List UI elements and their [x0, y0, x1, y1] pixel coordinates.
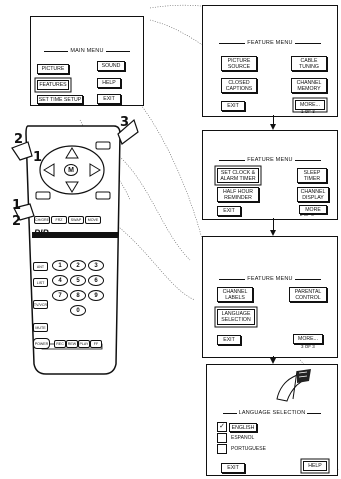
- feature-menu-1-title: FEATURE MENU: [203, 40, 337, 46]
- ch-gre-button[interactable]: CH/GRE: [34, 216, 50, 224]
- ant-button[interactable]: ANT: [33, 262, 48, 271]
- callout-number: 2: [14, 132, 24, 147]
- arrow-down-icon: [270, 124, 276, 130]
- flow-line: [273, 115, 274, 126]
- sound-button[interactable]: SOUND: [97, 61, 125, 71]
- power-button[interactable]: POWER: [33, 338, 50, 349]
- ff-button[interactable]: FF: [90, 340, 102, 348]
- feature-menu-2-panel: FEATURE MENU SET CLOCK & ALARM TIMER SLE…: [202, 130, 338, 220]
- espanol-option[interactable]: ESPANOL: [231, 435, 255, 441]
- pip-label: PIP: [34, 228, 49, 238]
- callout-number: 1: [33, 150, 43, 165]
- frz-button[interactable]: FRZ: [51, 216, 67, 224]
- tv-vcr-button[interactable]: TV/VCR: [33, 300, 48, 309]
- number-key-3[interactable]: 3: [88, 260, 104, 271]
- number-key-7[interactable]: 7: [52, 290, 68, 301]
- channel-labels-button[interactable]: CHANNEL LABELS: [217, 287, 253, 302]
- main-menu-title: MAIN MENU: [31, 48, 143, 54]
- page-indicator: 1 OF 3: [301, 109, 315, 114]
- number-key-5[interactable]: 5: [70, 275, 86, 286]
- arrow-down-icon: [270, 230, 276, 236]
- help-button[interactable]: HELP: [97, 78, 121, 88]
- portuguese-option[interactable]: PORTUGUESE: [231, 446, 266, 452]
- half-hour-reminder-button[interactable]: HALF HOUR REMINDER: [217, 187, 259, 202]
- picture-button[interactable]: PICTURE: [37, 64, 69, 74]
- cable-tuning-button[interactable]: CABLE TUNING: [291, 56, 327, 71]
- language-selection-title: LANGUAGE SELECTION: [207, 410, 337, 416]
- callout-number: 1: [12, 198, 22, 213]
- number-key-4[interactable]: 4: [52, 275, 68, 286]
- parental-control-button[interactable]: PARENTAL CONTROL: [289, 287, 327, 302]
- page-indicator: 2 OF 3: [300, 212, 314, 217]
- callout-number: 3: [120, 115, 130, 130]
- closed-captions-button[interactable]: CLOSED CAPTIONS: [221, 78, 257, 93]
- menu-center-button[interactable]: M: [64, 164, 78, 176]
- language-selection-button[interactable]: LANGUAGE SELECTION: [217, 309, 255, 325]
- espanol-checkbox[interactable]: [217, 433, 227, 443]
- picture-source-button[interactable]: PICTURE SOURCE: [221, 56, 257, 71]
- language-selection-panel: LANGUAGE SELECTION ✓ ENGLISH ESPANOL POR…: [206, 364, 338, 476]
- exit-button[interactable]: EXIT: [221, 463, 245, 473]
- exit-button[interactable]: EXIT: [217, 206, 241, 216]
- features-button[interactable]: FEATURES: [37, 80, 69, 90]
- number-key-1[interactable]: 1: [52, 260, 68, 271]
- english-option[interactable]: ENGLISH: [229, 423, 257, 432]
- mute-button[interactable]: MUTE: [33, 323, 48, 332]
- exit-button[interactable]: EXIT: [221, 101, 245, 111]
- main-menu-panel: MAIN MENU PICTURE SOUND FEATURES HELP SE…: [30, 16, 144, 106]
- page-indicator: 3 OF 3: [301, 344, 315, 349]
- feature-menu-3-panel: FEATURE MENU CHANNEL LABELS PARENTAL CON…: [202, 236, 338, 358]
- rec-button[interactable]: REC: [54, 340, 66, 348]
- callout-number: 2: [12, 214, 22, 229]
- feature-menu-1-panel: FEATURE MENU PICTURE SOURCE CABLE TUNING…: [202, 5, 338, 117]
- number-key-0[interactable]: 0: [70, 305, 86, 316]
- more-button[interactable]: MORE: [299, 205, 327, 214]
- number-key-8[interactable]: 8: [70, 290, 86, 301]
- feature-menu-3-title: FEATURE MENU: [203, 276, 337, 282]
- play-button[interactable]: PLAY: [78, 340, 90, 348]
- more-button[interactable]: MORE...: [295, 100, 325, 110]
- english-checkbox[interactable]: ✓: [217, 422, 227, 432]
- number-key-6[interactable]: 6: [88, 275, 104, 286]
- portuguese-checkbox[interactable]: [217, 444, 227, 454]
- more-button[interactable]: MORE...: [293, 334, 323, 344]
- set-time-setup-button[interactable]: SET TIME SETUP: [37, 95, 83, 104]
- set-clock-alarm-timer-button[interactable]: SET CLOCK & ALARM TIMER: [217, 168, 259, 183]
- rew-button[interactable]: REW: [66, 340, 78, 348]
- exit-button[interactable]: EXIT: [217, 335, 241, 345]
- move-button[interactable]: MOVE: [85, 216, 101, 224]
- help-button[interactable]: HELP: [303, 461, 327, 471]
- number-key-2[interactable]: 2: [70, 260, 86, 271]
- channel-memory-button[interactable]: CHANNEL MEMORY: [291, 78, 327, 93]
- swap-button[interactable]: SWAP: [68, 216, 84, 224]
- list-button[interactable]: LIST: [33, 278, 48, 287]
- exit-button[interactable]: EXIT: [97, 94, 121, 104]
- feature-menu-2-title: FEATURE MENU: [203, 157, 337, 163]
- flow-line: [273, 218, 274, 232]
- sleep-timer-button[interactable]: SLEEP TIMER: [297, 168, 327, 183]
- arrow-down-icon: [270, 358, 276, 364]
- hand-with-flag-illustration: [276, 369, 311, 402]
- channel-display-button[interactable]: CHANNEL DISPLAY: [297, 187, 329, 202]
- number-key-9[interactable]: 9: [88, 290, 104, 301]
